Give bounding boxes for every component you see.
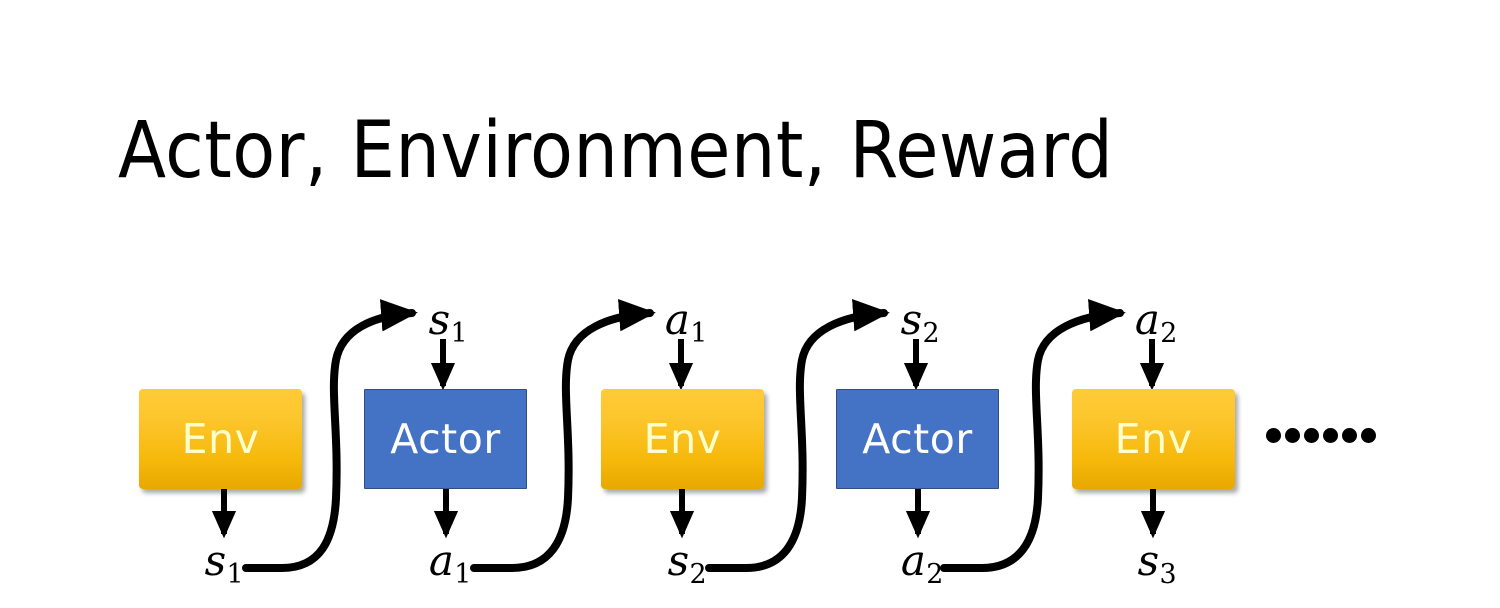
symbol-base: s bbox=[900, 295, 923, 344]
symbol-base: s bbox=[204, 536, 227, 585]
node-env-1[interactable]: Env bbox=[139, 389, 302, 489]
ellipsis-dot bbox=[1285, 428, 1300, 443]
symbol-base: a bbox=[428, 536, 454, 585]
continuation-ellipsis bbox=[1266, 428, 1376, 443]
ellipsis-dot bbox=[1304, 428, 1319, 443]
input-label-s1: s1 bbox=[429, 299, 468, 348]
symbol-base: s bbox=[1137, 536, 1160, 585]
symbol-subscript: 2 bbox=[1160, 318, 1178, 350]
node-env-2[interactable]: Env bbox=[601, 389, 764, 489]
input-label-a2: a2 bbox=[1135, 299, 1177, 348]
symbol-subscript: 2 bbox=[922, 318, 940, 350]
symbol-base: s bbox=[667, 536, 690, 585]
symbol-subscript: 2 bbox=[689, 559, 707, 591]
symbol-subscript: 1 bbox=[450, 318, 468, 350]
ellipsis-dot bbox=[1342, 428, 1357, 443]
symbol-base: a bbox=[664, 295, 690, 344]
symbol-subscript: 1 bbox=[226, 559, 244, 591]
symbol-subscript: 2 bbox=[926, 559, 944, 591]
node-actor-2[interactable]: Actor bbox=[836, 389, 999, 489]
ellipsis-dot bbox=[1361, 428, 1376, 443]
ellipsis-dot bbox=[1266, 428, 1281, 443]
node-label: Env bbox=[181, 414, 260, 463]
node-label: Actor bbox=[862, 414, 973, 463]
symbol-subscript: 3 bbox=[1159, 559, 1177, 591]
symbol-base: a bbox=[1134, 295, 1160, 344]
node-env-3[interactable]: Env bbox=[1072, 389, 1235, 489]
output-label-s2: s2 bbox=[668, 540, 707, 589]
node-label: Actor bbox=[390, 414, 501, 463]
output-label-s1: s1 bbox=[205, 540, 244, 589]
node-label: Env bbox=[643, 414, 722, 463]
symbol-base: s bbox=[428, 295, 451, 344]
symbol-subscript: 1 bbox=[690, 318, 708, 350]
node-actor-1[interactable]: Actor bbox=[364, 389, 527, 489]
input-label-a1: a1 bbox=[665, 299, 707, 348]
symbol-base: a bbox=[900, 536, 926, 585]
output-label-a2: a2 bbox=[901, 540, 943, 589]
node-label: Env bbox=[1114, 414, 1193, 463]
input-label-s2: s2 bbox=[901, 299, 940, 348]
page-title: Actor, Environment, Reward bbox=[118, 106, 1114, 196]
symbol-subscript: 1 bbox=[454, 559, 472, 591]
output-label-a1: a1 bbox=[429, 540, 471, 589]
output-label-s3: s3 bbox=[1138, 540, 1177, 589]
ellipsis-dot bbox=[1323, 428, 1338, 443]
